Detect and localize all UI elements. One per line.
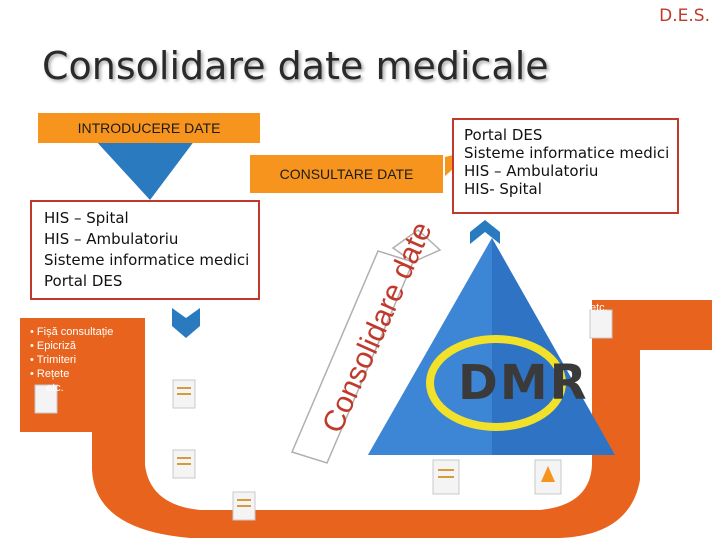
up-chevron-icon — [470, 220, 500, 244]
his-sources-box: HIS – Spital HIS – Ambulatoriu Sisteme i… — [30, 200, 260, 300]
list-item: • Fișă consultație — [30, 325, 130, 339]
document-icon — [233, 492, 255, 520]
dmr-label: DMR — [458, 355, 574, 411]
his-line: Portal DES — [44, 271, 246, 292]
list-item: • Istoric medical — [574, 276, 704, 289]
his-line: Sisteme informatice medici — [44, 250, 246, 271]
page-title: Consolidare date medicale — [42, 44, 549, 88]
his-line: HIS – Ambulatoriu — [44, 229, 246, 250]
consultare-date-label: CONSULTARE DATE — [250, 155, 443, 193]
document-icon — [433, 460, 459, 494]
portal-sources-box: Portal DES Sisteme informatice medici HI… — [452, 118, 679, 214]
list-item: • Diagnostic — [574, 250, 704, 263]
portal-line: HIS – Ambulatoriu — [464, 162, 667, 180]
list-item: etc. — [574, 302, 704, 315]
down-chevron-icon — [172, 308, 200, 338]
document-icon — [173, 450, 195, 478]
document-warning-icon — [535, 460, 561, 494]
list-item: etc. — [30, 381, 130, 395]
list-item: • Antecedente — [574, 263, 704, 276]
intro-callout-arrow — [95, 140, 195, 200]
portal-line: Portal DES — [464, 126, 667, 144]
list-item: • Trimiteri — [30, 353, 130, 367]
portal-line: Sisteme informatice medici — [464, 144, 667, 162]
org-label: D.E.S. — [659, 6, 710, 26]
list-item: • Istoric evenimente — [574, 289, 704, 302]
portal-line: HIS- Spital — [464, 180, 667, 198]
list-item: • Rețete — [30, 367, 130, 381]
his-line: HIS – Spital — [44, 208, 246, 229]
list-item: • Epicriză — [30, 339, 130, 353]
input-documents-list: • Fișă consultație • Epicriză • Trimiter… — [30, 325, 130, 395]
introducere-date-label: INTRODUCERE DATE — [38, 113, 260, 143]
output-records-list: • Diagnostic • Antecedente • Istoric med… — [574, 250, 704, 315]
document-icon — [173, 380, 195, 408]
